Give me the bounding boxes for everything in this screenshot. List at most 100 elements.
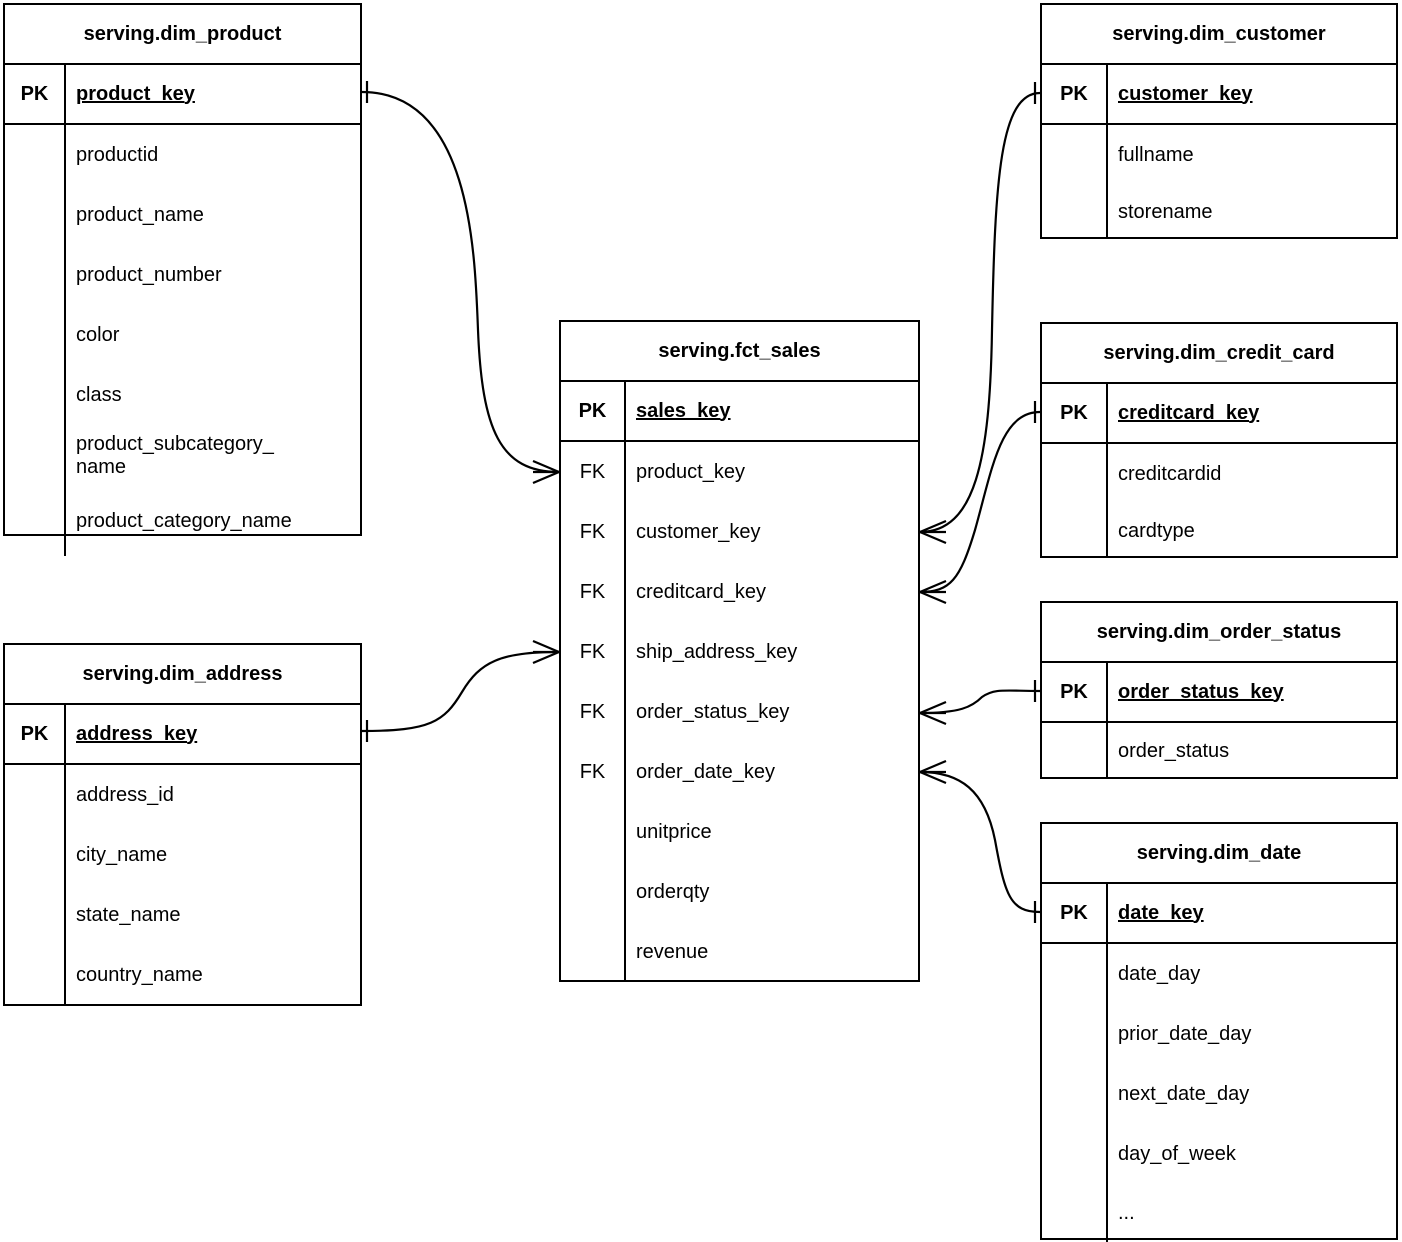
attribute-name: orderqty bbox=[636, 880, 710, 903]
attribute-name: ... bbox=[1118, 1201, 1135, 1224]
attribute-row-dim_product-product-subcategory-name[interactable]: product_subcategory_ name bbox=[5, 425, 360, 487]
key-column-divider bbox=[624, 382, 626, 982]
attribute-name: address_key bbox=[76, 722, 198, 745]
attribute-row-dim_date--[interactable]: ... bbox=[1042, 1184, 1396, 1242]
crowsfoot-prong-upper bbox=[532, 459, 560, 474]
attribute-row-dim_customer-storename[interactable]: storename bbox=[1042, 185, 1396, 239]
attribute-row-dim_product-class[interactable]: class bbox=[5, 365, 360, 425]
attribute-name: revenue bbox=[636, 940, 709, 963]
attribute-row-fct_sales-product-key[interactable]: FK product_key bbox=[561, 442, 918, 502]
entity-title-dim_order_status: serving.dim_order_status bbox=[1096, 620, 1342, 643]
attribute-row-fct_sales-order-date-key[interactable]: FK order_date_key bbox=[561, 742, 918, 802]
attribute-name: creditcardid bbox=[1118, 462, 1222, 485]
crowsfoot-prong-lower bbox=[919, 711, 947, 726]
key-column-divider bbox=[1106, 384, 1108, 558]
attribute-row-fct_sales-creditcard-key[interactable]: FK creditcard_key bbox=[561, 562, 918, 622]
attribute-row-dim_product-productid[interactable]: productid bbox=[5, 125, 360, 185]
attribute-row-dim_product-product-category-name[interactable]: product_category_name bbox=[5, 487, 360, 556]
attribute-row-dim_address-country-name[interactable]: country_name bbox=[5, 945, 360, 1006]
attribute-key-badge: FK bbox=[579, 761, 606, 783]
attribute-key-badge: FK bbox=[579, 581, 606, 603]
attribute-name: day_of_week bbox=[1118, 1142, 1236, 1165]
attribute-key-badge: FK bbox=[579, 641, 606, 663]
attribute-name: customer_key bbox=[1118, 82, 1253, 105]
attribute-key-badge: PK bbox=[20, 723, 49, 745]
attribute-row-dim_address-state-name[interactable]: state_name bbox=[5, 885, 360, 945]
relationship-line bbox=[361, 90, 560, 474]
attribute-row-dim_order_status-order-status[interactable]: order_status bbox=[1042, 723, 1396, 779]
relationship-sales-to-customer bbox=[919, 82, 1041, 545]
relationship-address-to-sales bbox=[361, 639, 560, 742]
key-column-divider bbox=[1106, 884, 1108, 1242]
attribute-name: customer_key bbox=[636, 520, 761, 543]
attribute-row-fct_sales-orderqty[interactable]: orderqty bbox=[561, 862, 918, 922]
attribute-name: date_key bbox=[1118, 901, 1204, 924]
key-column-divider bbox=[64, 705, 66, 1006]
attribute-key-badge: PK bbox=[20, 83, 49, 105]
attribute-name: cardtype bbox=[1118, 519, 1195, 542]
attribute-row-dim_date-prior-date-day[interactable]: prior_date_day bbox=[1042, 1004, 1396, 1064]
attribute-row-dim_date-date-day[interactable]: date_day bbox=[1042, 944, 1396, 1004]
attribute-name: ship_address_key bbox=[636, 640, 798, 663]
attribute-key-badge: PK bbox=[1060, 83, 1088, 105]
attribute-row-fct_sales-revenue[interactable]: revenue bbox=[561, 922, 918, 982]
attribute-row-dim_product-color[interactable]: color bbox=[5, 305, 360, 365]
attribute-row-dim_date-day-of-week[interactable]: day_of_week bbox=[1042, 1124, 1396, 1184]
attribute-row-dim_address-city-name[interactable]: city_name bbox=[5, 825, 360, 885]
relationship-line bbox=[919, 410, 1041, 594]
entity-body-dim_date: PK date_key date_day prior_date_day next_dat… bbox=[1042, 882, 1396, 1242]
relationship-line bbox=[919, 770, 1041, 914]
key-column-divider bbox=[1106, 65, 1108, 239]
attribute-name: product_number bbox=[76, 263, 222, 286]
attribute-name: address_id bbox=[76, 783, 174, 806]
attribute-name: date_day bbox=[1118, 962, 1201, 985]
attribute-row-dim_product-product-number[interactable]: product_number bbox=[5, 245, 360, 305]
crowsfoot-prong-lower bbox=[919, 590, 947, 605]
attribute-name: creditcard_key bbox=[636, 580, 767, 603]
attribute-row-dim_address-address-id[interactable]: address_id bbox=[5, 765, 360, 825]
attribute-row-fct_sales-ship-address-key[interactable]: FK ship_address_key bbox=[561, 622, 918, 682]
attribute-row-dim_date-next-date-day[interactable]: next_date_day bbox=[1042, 1064, 1396, 1124]
attribute-name: product_name bbox=[76, 203, 204, 226]
attribute-key-badge: PK bbox=[1060, 902, 1088, 924]
attribute-row-dim_product-product-name[interactable]: product_name bbox=[5, 185, 360, 245]
attribute-row-dim_credit_card-creditcardid[interactable]: creditcardid bbox=[1042, 444, 1396, 504]
attribute-name: state_name bbox=[76, 903, 181, 926]
attribute-row-dim_customer-fullname[interactable]: fullname bbox=[1042, 125, 1396, 185]
attribute-name: fullname bbox=[1118, 143, 1194, 166]
attribute-name: order_status bbox=[1118, 739, 1230, 762]
attribute-row-fct_sales-unitprice[interactable]: unitprice bbox=[561, 802, 918, 862]
attribute-key-badge: FK bbox=[579, 461, 606, 483]
attribute-row-dim_address-address-key[interactable]: PK address_key bbox=[5, 705, 360, 765]
attribute-name: product_key bbox=[636, 460, 745, 483]
crowsfoot-prong-lower bbox=[532, 470, 560, 485]
attribute-name: order_date_key bbox=[636, 760, 775, 783]
attribute-name: next_date_day bbox=[1118, 1082, 1250, 1105]
attribute-name: order_status_key bbox=[1118, 680, 1284, 703]
attribute-row-dim_customer-customer-key[interactable]: PK customer_key bbox=[1042, 65, 1396, 125]
entity-title-dim_date: serving.dim_date bbox=[1136, 841, 1302, 864]
entity-title-dim_address: serving.dim_address bbox=[82, 662, 283, 685]
attribute-row-dim_date-date-key[interactable]: PK date_key bbox=[1042, 884, 1396, 944]
entity-title-fct_sales: serving.fct_sales bbox=[658, 339, 821, 362]
relationship-sales-to-date bbox=[919, 759, 1041, 923]
attribute-name: creditcard_key bbox=[1118, 401, 1260, 424]
entity-title-dim_customer: serving.dim_customer bbox=[1112, 22, 1326, 45]
attribute-row-dim_credit_card-cardtype[interactable]: cardtype bbox=[1042, 504, 1396, 558]
crowsfoot-prong-lower bbox=[919, 530, 947, 545]
relationship-line bbox=[919, 91, 1041, 534]
